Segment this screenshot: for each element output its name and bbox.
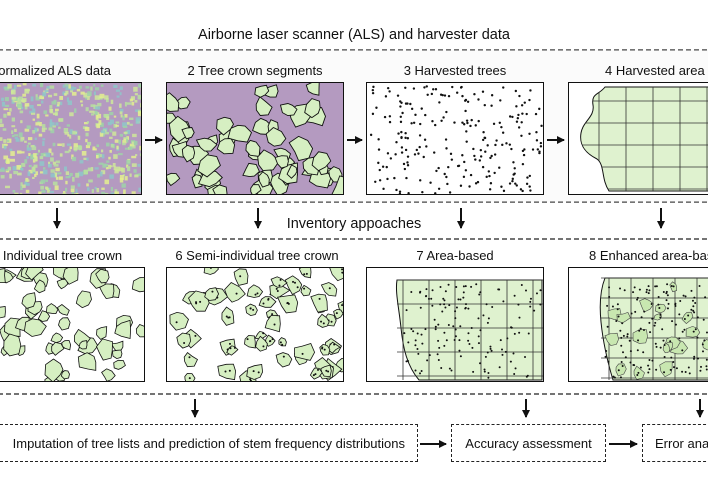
step-imputation-label: Imputation of tree lists and prediction … [12,435,405,451]
panel-crown-segments [166,82,344,195]
step-imputation: Imputation of tree lists and prediction … [0,424,418,462]
itc-map [0,268,144,381]
panel-enhanced-area-based [568,267,708,382]
panel-area-based [366,267,544,382]
sitc-map [169,268,343,381]
panel-normalized-als [0,82,142,195]
crown-segments-map [167,83,343,194]
step-accuracy-label: Accuracy assessment [465,435,592,451]
header-title: Airborne laser scanner (ALS) and harvest… [198,27,510,43]
panel-7-label: 7 Area-based [416,248,494,263]
step-accuracy: Accuracy assessment [451,424,606,462]
enhanced-area-based-map [599,277,708,381]
panel-individual-tree-crown [0,267,145,382]
panel-harvested-area [568,82,708,195]
panel-1-label: 1 Normalized ALS data [0,63,111,78]
panel-4-label: 4 Harvested area [605,63,705,78]
panel-5-label: 5 Individual tree crown [0,248,123,263]
panel-semi-individual [166,267,344,382]
harvested-area-map [580,86,708,192]
area-based-map [396,279,543,381]
panel-6-label: 6 Semi-individual tree crown [175,248,339,263]
panel-8-label: 8 Enhanced area-based [589,248,708,263]
panel-harvested-trees [366,82,544,195]
middle-title: Inventory appoaches [286,216,422,232]
step-error-label: Error analysis [655,435,708,451]
panel-2-label: 2 Tree crown segments [187,63,323,78]
panel-3-label: 3 Harvested trees [403,63,507,78]
als-raster [0,83,141,194]
step-error-analysis: Error analysis [642,424,708,462]
harvested-trees-map [367,83,543,194]
